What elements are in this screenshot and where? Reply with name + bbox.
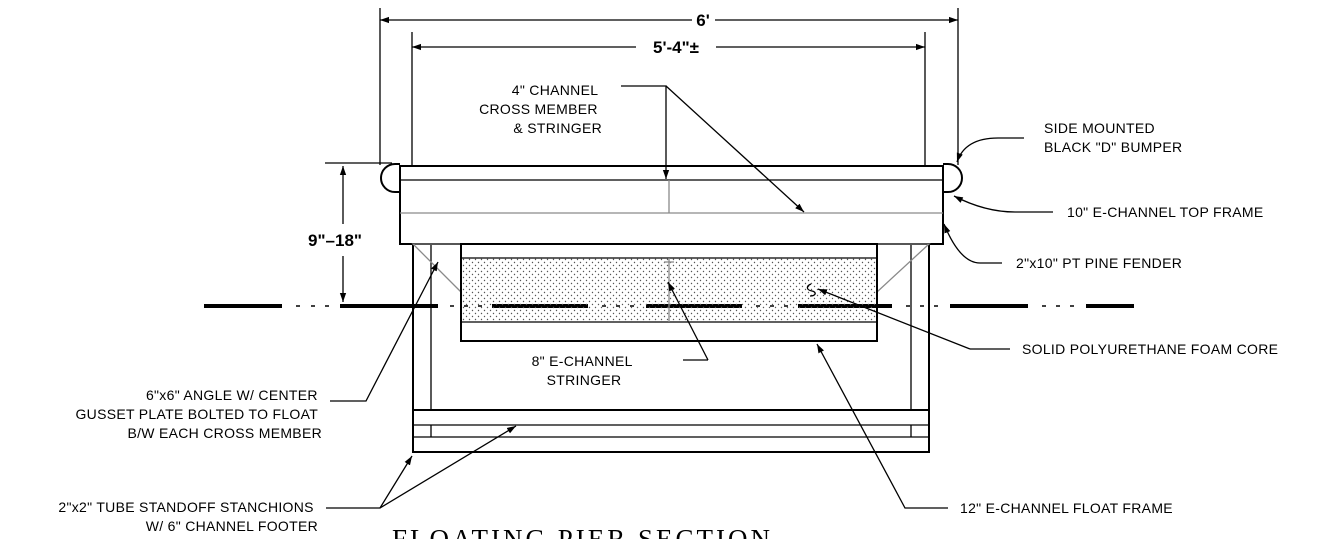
dimension-height: 9"–18": [308, 162, 392, 302]
drawing-title: FLOATING PIER SECTION: [392, 524, 773, 539]
angle-gusset-left: [411, 243, 462, 294]
foam-core-symbol: [806, 283, 816, 297]
d-bumper-right: [943, 163, 963, 193]
d-bumper-left: [380, 163, 400, 193]
leader-lines: [326, 85, 1053, 509]
pier-structure: [380, 163, 963, 453]
float-frame: [460, 243, 878, 342]
label-stringer: 8" E-CHANNEL STRINGER: [532, 353, 637, 388]
dimension-overall-width: 6': [379, 8, 959, 165]
height-text: 9"–18": [308, 231, 362, 250]
label-angle: 6"x6" ANGLE W/ CENTER GUSSET PLATE BOLTE…: [75, 387, 322, 441]
label-foam-core: SOLID POLYURETHANE FOAM CORE: [1022, 341, 1278, 357]
dimension-inner-width: 5'-4"±: [411, 32, 926, 165]
label-fender: 2"x10" PT PINE FENDER: [1016, 255, 1182, 271]
channel-footer: [412, 409, 930, 453]
label-channel-cross-member: 4" CHANNEL CROSS MEMBER & STRINGER: [479, 82, 602, 136]
label-stanchions: 2"x2" TUBE STANDOFF STANCHIONS W/ 6" CHA…: [58, 499, 318, 534]
angle-gusset-right: [876, 243, 931, 294]
label-d-bumper: SIDE MOUNTED BLACK "D" BUMPER: [1044, 120, 1182, 155]
label-top-frame: 10" E-CHANNEL TOP FRAME: [1067, 204, 1264, 220]
label-float-frame: 12" E-CHANNEL FLOAT FRAME: [960, 500, 1173, 516]
top-frame: [399, 165, 944, 245]
overall-width-text: 6': [696, 11, 710, 30]
inner-width-text: 5'-4"±: [653, 38, 699, 57]
